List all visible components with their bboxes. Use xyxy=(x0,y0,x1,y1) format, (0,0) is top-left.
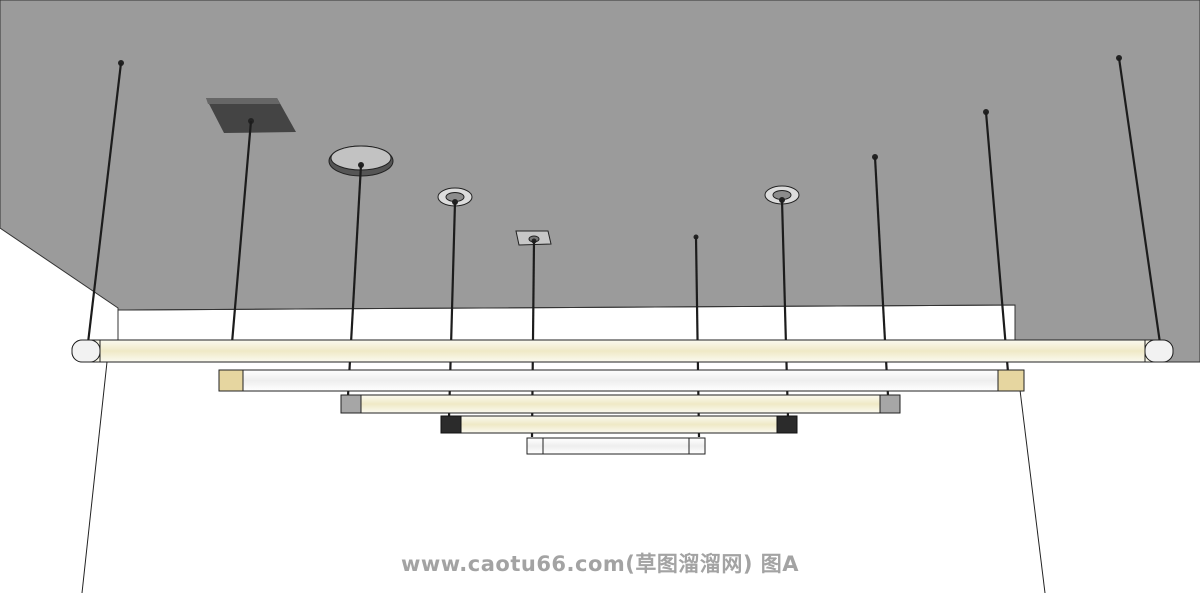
tube-3 xyxy=(340,394,901,414)
right-wall-edge xyxy=(1019,389,1046,593)
tube-1-left-cap xyxy=(71,339,101,363)
square-canopy xyxy=(206,98,296,133)
tube-3-left-cap xyxy=(340,394,362,414)
tube-3-right-cap xyxy=(879,394,901,414)
tube-1-right-cap xyxy=(1144,339,1174,363)
tube-2-left-cap xyxy=(218,369,244,392)
suspension-cables xyxy=(86,57,1162,438)
left-wall-edge xyxy=(81,361,108,593)
tube-2 xyxy=(218,369,1025,392)
tube-1 xyxy=(71,339,1174,363)
tube-5 xyxy=(526,437,706,455)
watermark-text: www.caotu66.com(草图溜溜网) 图A xyxy=(400,552,800,576)
small-square-canopy xyxy=(515,230,552,246)
small-round-canopy-right xyxy=(764,185,800,205)
tube-4 xyxy=(440,415,798,434)
wall-top-edge xyxy=(117,304,1016,311)
tube-4-right-cap xyxy=(776,415,798,434)
small-round-canopy xyxy=(437,187,473,207)
tube-4-left-cap xyxy=(440,415,462,434)
tube-2-right-cap xyxy=(997,369,1025,392)
